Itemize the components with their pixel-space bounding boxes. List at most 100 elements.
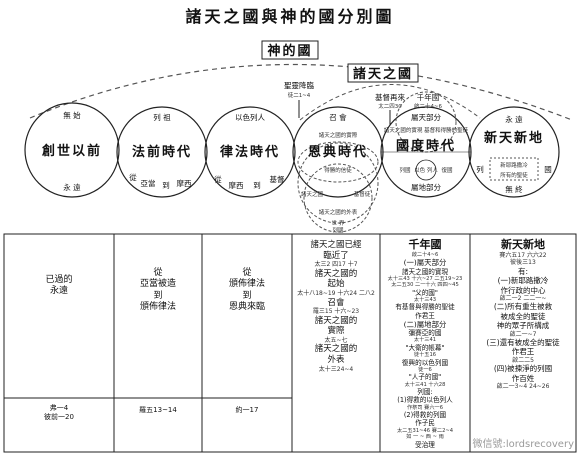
table-cell-before-law: 從 亞當被造 到 頒佈律法	[139, 268, 176, 312]
col4-line: 羅三15 十六~23	[312, 308, 360, 316]
col4-line: 召會	[327, 297, 345, 308]
c2-main: 法前時代	[132, 144, 192, 160]
c5-center: 以色 列人	[414, 166, 438, 174]
c2-b1: 從	[129, 172, 137, 182]
c4-outer-left: 諸天之國	[301, 190, 324, 198]
second-coming-label: 基督再來	[375, 92, 405, 102]
c5-main: 國度時代	[396, 138, 456, 154]
heavens-kingdom-arc	[299, 84, 481, 121]
col6-line: 作君王	[511, 347, 535, 357]
c5-right: 復國	[441, 166, 453, 174]
col5-line: (2)得救的列國	[403, 411, 447, 420]
c3-b3: 到	[253, 181, 261, 190]
c2-top: 列 祖	[153, 112, 171, 122]
col6-line: (二)所有重生被救	[493, 302, 553, 312]
col4-line: 諸天之國已經	[310, 240, 362, 250]
c1-main: 創世以前	[41, 143, 102, 159]
col5-line: 太十三43	[413, 296, 437, 303]
second-coming-ref: 太二四30	[378, 102, 402, 110]
holy-spirit-label: 聖靈降臨	[284, 80, 314, 90]
col5-line: 作祭司 賽六一6	[406, 404, 444, 411]
col6-line: 賽六五17 六六22	[499, 251, 547, 259]
col5-line: (二)屬地部分	[403, 319, 447, 329]
millennium-ref: 啟二十4~6	[414, 102, 443, 110]
c4-top: 召 會	[329, 112, 347, 122]
col6-line: 被成全的聖徒	[500, 311, 546, 321]
col6-line: 作百姓	[511, 373, 535, 383]
col4-line: 起始	[327, 279, 345, 290]
c4-outer-bottom: 世 界	[332, 219, 345, 227]
col5-line: 彌賽亞的國	[408, 329, 442, 338]
col6-line: 神的眾子所構成	[496, 321, 550, 331]
c3-b1: 從	[214, 174, 222, 184]
col5-line: 諸天之國的實現	[401, 267, 449, 276]
col6-line: 作行政的中心	[500, 285, 546, 295]
c1-bottom: 永 遠	[63, 182, 81, 192]
col5-line: 作子民	[415, 419, 435, 428]
c4-outer-right: 基督徒	[354, 190, 371, 198]
c6-left: 列	[476, 164, 484, 174]
col4-line: 外表	[327, 355, 345, 365]
c6-main: 新天新地	[484, 130, 544, 146]
c3-main: 律法時代	[220, 144, 280, 160]
col5-line: 列國:	[417, 388, 433, 397]
watermark: 微信號:lordsrecovery	[472, 439, 574, 450]
col6-line: 彼後三13	[510, 259, 536, 267]
c6-inner-2: 所有的聖徒	[500, 171, 528, 179]
table-cell-law-refs: 約一17	[235, 406, 259, 414]
col4-line: 諸天之國的	[314, 315, 358, 326]
col6-line: 啟二一2 二二一~	[499, 294, 547, 302]
c4-main: 恩典時代	[308, 144, 368, 160]
c2-b2: 亞當	[141, 179, 156, 188]
gods-kingdom-arc	[29, 63, 573, 121]
heavens-kingdom-label: 諸天之國	[353, 66, 413, 82]
col5-line: 徒十五16	[413, 352, 437, 359]
age-circle-grace: 召 會 諸天之國的實際 恩典時代 得勝的信徒 諸天之國的外表 諸天之國 基督徒 …	[292, 106, 384, 234]
col5-line: "大衛的帳幕"	[405, 343, 445, 352]
c4-inner-top: 諸天之國的實際	[319, 131, 358, 139]
c3-b4: 基督	[270, 174, 285, 184]
gods-kingdom-label: 神的國	[267, 43, 312, 59]
gods-kingdom-box	[261, 40, 319, 60]
col5-line: 復興的以色列國	[401, 358, 449, 367]
col4-line: 實際	[327, 326, 345, 337]
c4-inner-bottom: 得勝的信徒	[324, 166, 352, 174]
millennium-label: 千年國	[417, 92, 440, 102]
col5-line: 太十三43 十六~27 二五19~23	[387, 275, 463, 282]
col4-line: 諸天之國的	[314, 344, 358, 355]
col6-line: (三)還有被成全的聖徒	[486, 338, 560, 347]
c3-top: 以色列人	[235, 112, 265, 122]
c5-bottom: 屬地部分	[411, 182, 441, 192]
c2-b4: 摩西	[177, 178, 192, 188]
c4-outer-1: 諸天之國的外表	[319, 208, 358, 216]
table-cell-before-law-refs: 羅五13~14	[139, 406, 177, 414]
table-cell-law: 從 頒佈律法 到 恩典來臨	[228, 268, 265, 312]
c6-inner-1: 新耶路撒冷	[500, 161, 528, 169]
age-circle-new-heaven: 永 遠 新天新地 新耶路撒冷 所有的聖徒 列 國 無 終	[468, 106, 560, 198]
table-cell-eternity-past: 已過的 永遠	[45, 275, 73, 297]
col5-line: (一)屬天部分	[403, 258, 447, 268]
c5-inner: 諸天之國的實現 基督和得勝的聖徒	[384, 126, 469, 134]
col4-line: 太三2 四17 十7	[314, 261, 358, 269]
col5-line: 如 一 ~ 西 ~ 雨	[406, 434, 444, 441]
col5-line: (1)得救的以色列人	[397, 396, 453, 405]
col4-line: 太十八18~19 十六24 二八2	[297, 290, 375, 297]
col5-line: 太二五31~46 賽二2~4	[396, 427, 454, 434]
col5-line: 啟二十4~6	[411, 251, 439, 258]
col5-line: 有基督與得勝的聖徒	[395, 303, 455, 312]
col6-line: 啟二一~7	[509, 330, 537, 338]
col6-line: (一)新耶路撒冷	[497, 276, 549, 286]
col5-line: 太十三41	[413, 337, 437, 344]
age-circle-before-law: 列 祖 法前時代 從 亞當 到 摩西	[116, 106, 208, 198]
col5-line: 作君王	[415, 311, 435, 320]
diagram-title: 諸天之國與神的國分別圖	[185, 7, 394, 26]
col6-line: 有:	[517, 266, 529, 276]
col6-line: 啟二一3~4 24~26	[496, 383, 550, 390]
col6-line: 新天新地	[501, 238, 545, 251]
table-cell-millennium: 千年國啟二十4~6(一)屬天部分諸天之國的實現太十三43 十六~27 二五19~…	[380, 238, 470, 449]
col5-line: 千年國	[408, 238, 442, 251]
c5-top: 屬天部分	[411, 112, 441, 122]
